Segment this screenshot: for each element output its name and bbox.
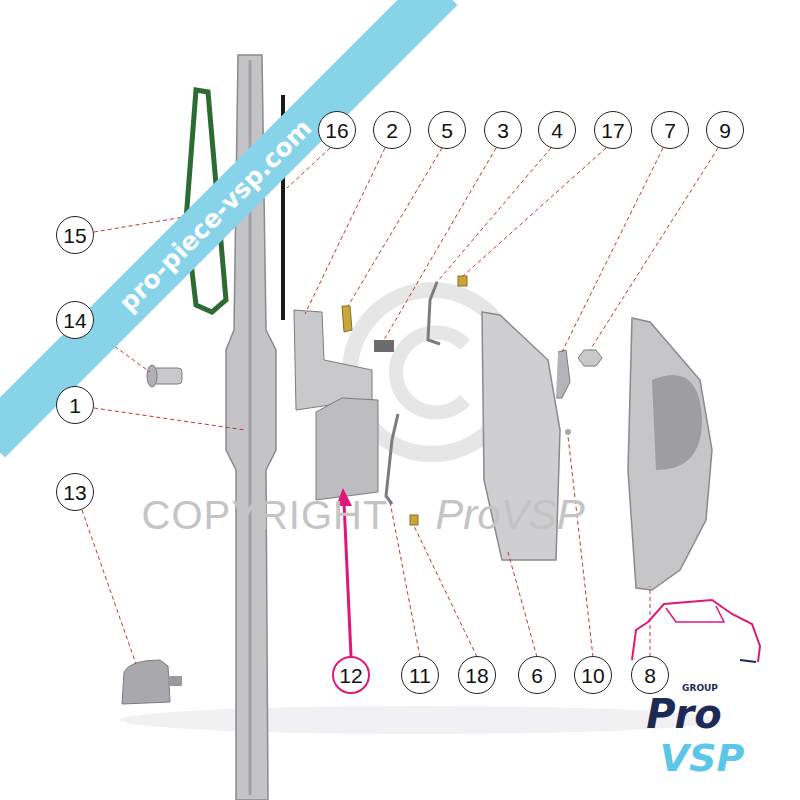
callout-number: 14 <box>56 301 94 339</box>
callout-number: 18 <box>458 656 496 694</box>
callout-text: 6 <box>531 665 543 686</box>
rod-part <box>386 414 398 504</box>
copyright-watermark <box>396 333 465 413</box>
block-part <box>374 340 394 352</box>
watermark-text: ProVSP <box>435 491 584 539</box>
callout-text: 18 <box>465 665 488 686</box>
logo-text: Pro <box>646 691 721 737</box>
nut-part <box>578 350 602 366</box>
callout-number: 13 <box>56 473 94 511</box>
callout-number: 1 <box>56 386 94 424</box>
floor-shadow <box>120 706 720 734</box>
callout-number: 4 <box>538 111 576 149</box>
stop-part <box>168 676 182 686</box>
cover-part <box>652 375 702 470</box>
callout-text: 2 <box>386 120 398 141</box>
callout-text: 12 <box>339 665 362 686</box>
callout-number: 7 <box>651 111 689 149</box>
callout-text: 5 <box>441 120 453 141</box>
callout-number: 2 <box>373 111 411 149</box>
callout-text: 4 <box>551 120 563 141</box>
callout-number: 11 <box>401 656 439 694</box>
callout-text: 14 <box>63 310 86 331</box>
cover-part <box>628 318 712 590</box>
callout-text: 13 <box>63 482 86 503</box>
bracket-part <box>294 310 372 410</box>
callout-text: 9 <box>719 120 731 141</box>
watermark-text: COPYRIGHT <box>142 493 389 538</box>
stop-part <box>122 660 170 704</box>
clip-part <box>410 515 418 525</box>
callout-text: 15 <box>63 225 86 246</box>
callout-text: 1 <box>69 395 81 416</box>
callout-number: 17 <box>594 111 632 149</box>
rod-part <box>428 282 440 344</box>
callout-number: 6 <box>518 656 556 694</box>
clip-part <box>342 306 352 332</box>
callout-number: 3 <box>484 111 522 149</box>
logo-text: VSP <box>660 736 745 780</box>
callout-text: 17 <box>601 120 624 141</box>
callout-text: 16 <box>325 120 348 141</box>
callout-number: 15 <box>56 216 94 254</box>
logo-car <box>666 606 724 622</box>
callout-text: 3 <box>497 120 509 141</box>
callout-text: 11 <box>409 665 431 686</box>
callout-number: 16 <box>318 111 356 149</box>
callout-number: 8 <box>631 656 669 694</box>
clip-part <box>458 276 467 286</box>
callout-number: 5 <box>428 111 466 149</box>
callout-text: 7 <box>664 120 676 141</box>
screw-part <box>565 429 571 435</box>
callout-number: 9 <box>706 111 744 149</box>
pin-part <box>147 365 157 387</box>
callout-number: 12 <box>332 656 370 694</box>
callout-text: 10 <box>581 665 604 686</box>
callout-number: 10 <box>574 656 612 694</box>
callout-text: 8 <box>644 665 656 686</box>
housing-part <box>316 398 378 500</box>
lever-part <box>556 350 570 398</box>
logo-car <box>632 600 760 662</box>
